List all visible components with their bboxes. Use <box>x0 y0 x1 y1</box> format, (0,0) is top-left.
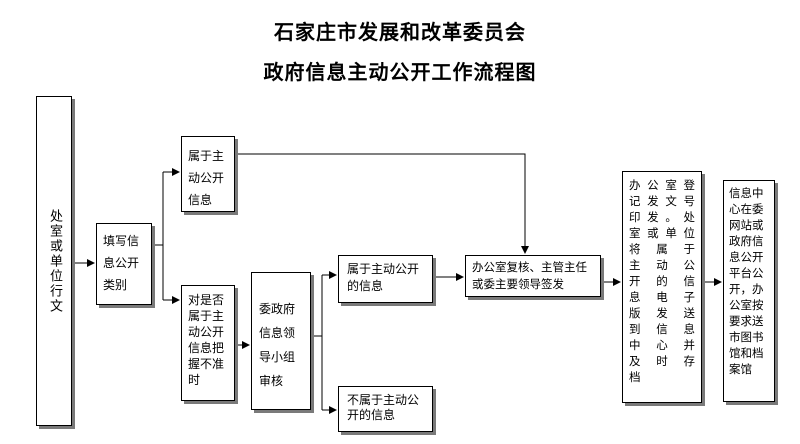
node-text-line: 主动公 <box>629 258 695 272</box>
node-text-line: 开的信息 <box>347 408 396 422</box>
node-text-line: 政府信 <box>729 234 764 248</box>
node-text-line: 信息领 <box>259 326 296 340</box>
node-text-line: 案馆 <box>729 362 752 376</box>
node-text-line: 对是否 <box>188 293 225 307</box>
node-text-line: 息公开 <box>729 250 764 264</box>
diagram-title-line-2: 政府信息主动公开工作流程图 <box>263 60 537 84</box>
node-department-document: 处室或单位行文 <box>36 96 72 426</box>
node-text-line: 动公开 <box>188 325 225 339</box>
arrow-public-to-office <box>238 153 529 254</box>
node-text-line: 将属于 <box>629 242 695 256</box>
node-text-line: 要求送 <box>729 314 764 328</box>
node-text-line: 信息把 <box>188 341 225 355</box>
node-fill-category: 填写信 息公开 类别 <box>96 223 152 305</box>
node-text-line: 类别 <box>103 278 128 292</box>
node-text-line: 不属于主动公 <box>347 393 420 407</box>
node-text-line: 市图书 <box>729 330 764 344</box>
node-uncertain: 对是否 属于主 动公开 信息把 握不准 时 <box>181 285 235 401</box>
node-text-line: 平台公 <box>729 266 764 280</box>
node-text-line: 属于主 <box>188 149 225 163</box>
node-text-line: 馆和档 <box>729 346 764 360</box>
node-text-line: 的信息 <box>347 279 384 293</box>
node-text-line: 室或单位 <box>629 226 695 240</box>
node-text-line: 填写信 <box>103 234 140 248</box>
node-non-public-result: 不属于主动公 开的信息 <box>338 386 433 432</box>
node-text-line: 记发文号 <box>629 194 695 208</box>
node-text-line: 动公开 <box>188 171 225 185</box>
node-office-review: 办公室复核、主管主任 或委主要领导签发 <box>465 255 601 297</box>
node-text-line: 办公室登 <box>629 178 695 192</box>
node-register-publish: 办公室登 记发文号 印发。处 室或单位 将属于 主动公 开的信 息电子 版发送 … <box>622 171 702 403</box>
node-text-line: 公室按 <box>729 298 764 312</box>
node-text-line: 办公室复核、主管主任 <box>472 260 587 274</box>
node-text-line: 档 <box>629 370 641 384</box>
node-public-result: 属于主动公开 的信息 <box>338 255 433 303</box>
node-text-line: 握不准 <box>188 357 225 371</box>
node-text-line: 印发。处 <box>629 210 695 224</box>
node-text-line: 开的信 <box>629 274 695 288</box>
node-text-line: 委政府 <box>259 302 296 316</box>
node-text-line: 中心并 <box>629 338 695 352</box>
node-text-line: 息公开 <box>103 256 140 270</box>
node-text-line: 息电子 <box>629 290 695 304</box>
node-text-line: 审核 <box>259 374 284 388</box>
node-text-line: 版发送 <box>629 306 695 320</box>
node-leadership-review: 委政府 信息领 导小组 审核 <box>251 272 311 410</box>
node-text-line: 到信息 <box>629 322 695 336</box>
node-text-line: 及时存 <box>629 354 695 368</box>
node-source-text: 处室或单位行文 <box>47 208 62 314</box>
node-text-line: 导小组 <box>259 350 296 364</box>
node-text-line: 心在委 <box>729 202 764 216</box>
node-text-line: 时 <box>188 373 201 387</box>
node-info-center: 信息中 心在委 网站或 政府信 息公开 平台公 开，办 公室按 要求送 市图书 … <box>723 180 775 402</box>
node-text-line: 属于主 <box>188 309 225 323</box>
node-text-line: 或委主要领导签发 <box>472 277 564 291</box>
node-text-line: 信息中 <box>729 186 764 200</box>
diagram-title-line-1: 石家庄市发展和改革委员会 <box>274 20 526 44</box>
node-public-info: 属于主 动公开 信息 <box>181 136 235 212</box>
node-text-line: 信息 <box>188 193 213 207</box>
node-text-line: 开，办 <box>729 282 764 296</box>
node-text-line: 属于主动公开 <box>347 262 420 276</box>
node-text-line: 网站或 <box>729 218 764 232</box>
